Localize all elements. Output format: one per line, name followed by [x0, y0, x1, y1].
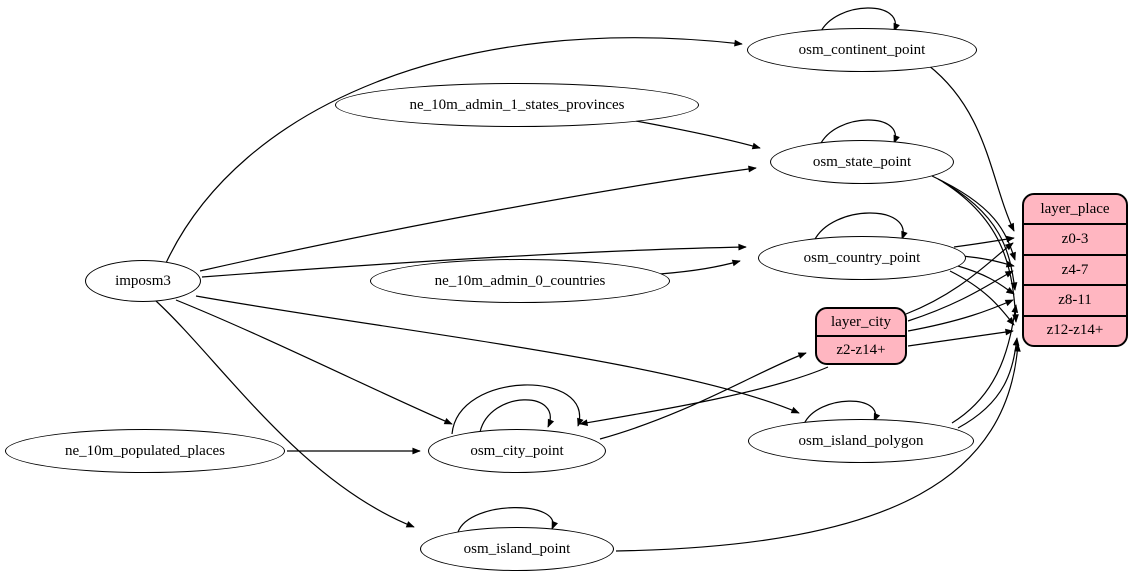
node-osm-continent-point: osm_continent_point — [747, 28, 977, 72]
edge-selfloop-outer-osm_city_point — [451, 384, 584, 435]
record-layer-place: layer_place z0-3 z4-7 z8-11 z12-z14+ — [1022, 193, 1128, 347]
edge-osm_city_point-layer_city-z2-z14 — [599, 352, 807, 440]
edge-imposm3-osm_city_point — [175, 299, 453, 425]
node-osm-state-point: osm_state_point — [770, 140, 954, 184]
node-osm-state-point-label: osm_state_point — [812, 153, 912, 170]
edge-osm_state_point-layer_place-z4-7 — [931, 175, 1016, 261]
record-layer-place-row-z4-7: z4-7 — [1024, 253, 1126, 284]
edge-imposm3-osm_continent_point — [165, 37, 743, 264]
record-layer-city-row-z2-z14: z2-z14+ — [817, 335, 905, 363]
node-osm-city-point-label: osm_city_point — [470, 442, 564, 459]
node-osm-island-polygon: osm_island_polygon — [748, 419, 974, 463]
node-osm-island-point: osm_island_point — [420, 527, 614, 571]
node-osm-country-point: osm_country_point — [758, 236, 966, 280]
edge-imposm3-osm_state_point — [199, 165, 757, 272]
record-layer-place-row-z12-z14: z12-z14+ — [1024, 314, 1126, 345]
edge-layer_city-layer_place-z4-7 — [907, 270, 1014, 322]
edge-selfloop-osm_island_point — [457, 507, 558, 533]
record-layer-place-row-z0-3: z0-3 — [1024, 223, 1126, 253]
edge-imposm3-osm_island_polygon — [195, 295, 800, 414]
edge-ne_10m_admin_0_countries-osm_country_point — [659, 259, 741, 275]
edge-osm_country_point-layer_place-z8-11 — [957, 265, 1015, 295]
edge-osm_island_point-layer_place-z12-z14 — [615, 343, 1021, 552]
edge-layer_city-layer_place-z12-z14 — [907, 328, 1014, 347]
edge-imposm3-osm_country_point — [201, 243, 747, 278]
edge-layer_city-layer_place-z8-11 — [907, 299, 1014, 332]
node-imposm3-label: imposm3 — [115, 272, 171, 289]
edge-osm_island_polygon-layer_place-z8-11 — [951, 304, 1019, 424]
edge-ne_10m_admin_1_states_provinces-osm_state_point — [635, 120, 761, 150]
edge-layer_city-osm_city_point — [579, 366, 829, 427]
edge-osm_island_polygon-layer_place-z12-z14 — [957, 337, 1020, 429]
record-layer-place-title: layer_place — [1040, 200, 1110, 217]
node-osm-country-point-label: osm_country_point — [803, 249, 921, 266]
node-ne-10m-admin-0-countries: ne_10m_admin_0_countries — [370, 259, 670, 303]
edge-osm_country_point-layer_place-z12-z14 — [949, 270, 1015, 326]
node-ne-10m-populated-places-label: ne_10m_populated_places — [65, 442, 225, 459]
node-osm-island-point-label: osm_island_point — [463, 540, 571, 557]
node-osm-island-polygon-label: osm_island_polygon — [798, 432, 924, 449]
edge-selfloop-inner-osm_city_point — [479, 399, 555, 433]
node-osm-continent-point-label: osm_continent_point — [798, 41, 926, 58]
edge-osm_state_point-layer_place-z12-z14 — [942, 181, 1019, 323]
edge-imposm3-osm_island_point — [155, 300, 415, 528]
edge-selfloop-osm_island_polygon — [803, 400, 881, 425]
edge-selfloop-osm_continent_point — [819, 7, 900, 34]
record-layer-city: layer_city z2-z14+ — [815, 307, 907, 365]
node-ne-10m-admin-1-states-provinces: ne_10m_admin_1_states_provinces — [335, 83, 699, 127]
node-ne-10m-populated-places: ne_10m_populated_places — [5, 429, 285, 473]
record-layer-city-title: layer_city — [831, 313, 891, 330]
edge-osm_country_point-layer_place-z0-3 — [953, 235, 1015, 248]
edge-selfloop-osm_country_point — [813, 212, 908, 242]
node-ne-10m-admin-0-countries-label: ne_10m_admin_0_countries — [434, 272, 606, 289]
edge-selfloop-osm_state_point — [819, 119, 900, 146]
node-osm-city-point: osm_city_point — [428, 429, 606, 473]
node-ne-10m-admin-1-states-provinces-label: ne_10m_admin_1_states_provinces — [409, 96, 625, 113]
edge-layer_city-layer_place-z0-3 — [905, 242, 1014, 315]
record-layer-place-row-z8-11: z8-11 — [1024, 284, 1126, 314]
edge-osm_continent_point-layer_place-z0-3 — [927, 64, 1015, 232]
node-imposm3: imposm3 — [85, 260, 201, 302]
